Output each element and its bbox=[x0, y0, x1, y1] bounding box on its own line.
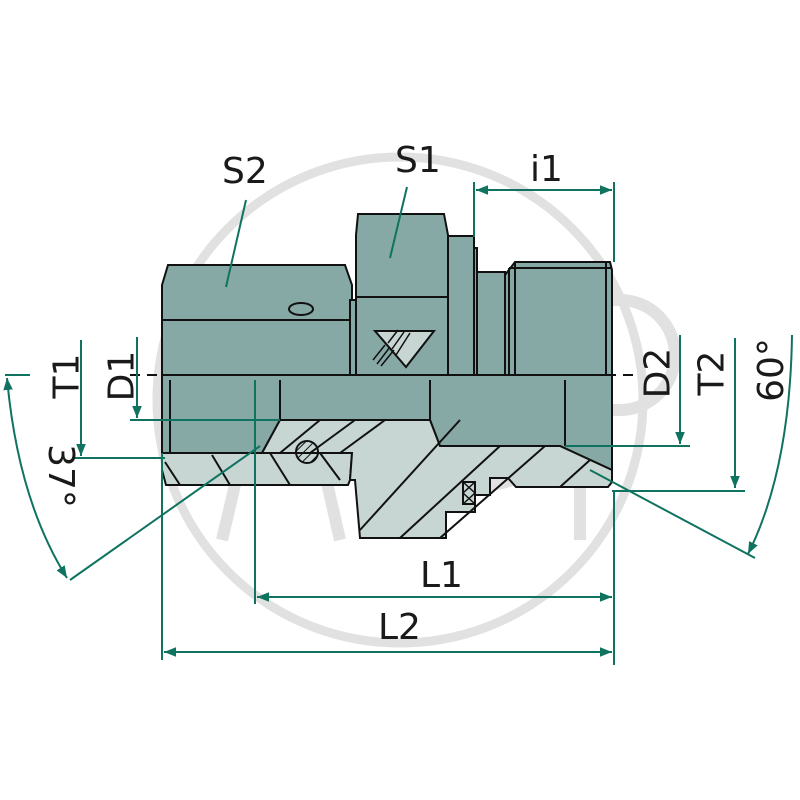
label-s1: S1 bbox=[395, 140, 441, 181]
label-t1: T1 bbox=[46, 353, 88, 399]
seal-ring bbox=[462, 481, 476, 505]
dimension-lines bbox=[3, 182, 793, 665]
manufacturer-logo-icon bbox=[372, 329, 437, 369]
label-l1: L1 bbox=[420, 555, 463, 596]
label-t2: T2 bbox=[691, 350, 733, 396]
label-angle-60: 60° bbox=[750, 338, 792, 402]
label-d1: D1 bbox=[101, 350, 143, 402]
label-i1: i1 bbox=[530, 149, 563, 190]
o-ring bbox=[295, 440, 319, 464]
label-s2: S2 bbox=[222, 151, 268, 192]
label-d2: D2 bbox=[637, 347, 679, 399]
label-angle-37: 37° bbox=[39, 444, 81, 508]
label-l2: L2 bbox=[378, 607, 421, 648]
